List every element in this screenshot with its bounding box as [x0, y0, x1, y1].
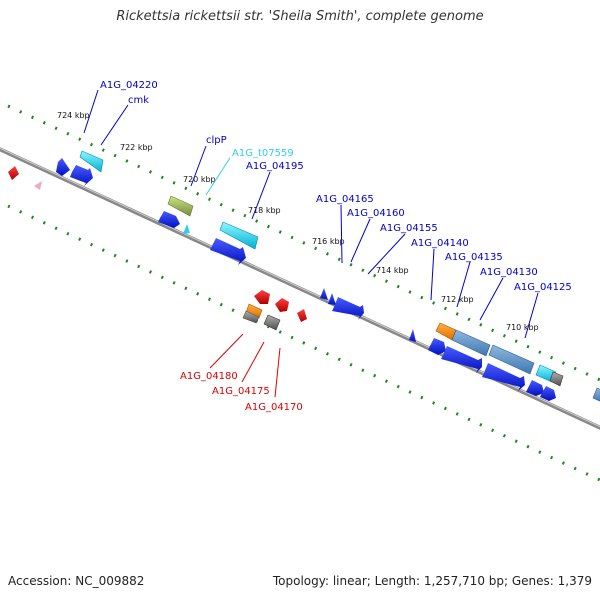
gene-arrow[interactable]	[158, 211, 180, 228]
accession-label: Accession: NC_009882	[8, 574, 145, 588]
gene-arrow[interactable]	[320, 288, 328, 300]
gene-label-A1G_04160[interactable]: A1G_04160	[347, 208, 405, 219]
gene-arrow[interactable]	[526, 380, 544, 396]
reverse-genes[interactable]	[8, 166, 307, 331]
gene-arrow-reverse[interactable]	[297, 309, 307, 322]
gene-A1G_04180-b[interactable]	[242, 310, 260, 324]
gene-label-clpP[interactable]: clpP	[206, 135, 227, 146]
gene-arrow[interactable]	[210, 238, 246, 265]
gene-label-A1G_04175[interactable]: A1G_04175	[212, 386, 270, 397]
gene-arrow-reverse[interactable]	[8, 166, 19, 180]
scale-tick-label: 716 kbp	[312, 237, 345, 246]
gene-arrow[interactable]	[328, 293, 336, 305]
scale-tick-label: 724 kbp	[57, 111, 90, 120]
gene-arrow[interactable]	[441, 346, 482, 373]
gene-arrow[interactable]	[540, 386, 556, 401]
gene-label-cmk[interactable]: cmk	[128, 95, 149, 106]
gene-arrow[interactable]	[428, 338, 446, 355]
lower-tick-track	[7, 204, 600, 482]
pseudo-gene[interactable]	[34, 181, 42, 190]
gene-arrow-reverse[interactable]	[254, 290, 270, 304]
gene-label-A1G_04135[interactable]: A1G_04135	[445, 252, 503, 263]
gene-label-A1G_04155[interactable]: A1G_04155	[380, 223, 438, 234]
gene-arrow-reverse[interactable]	[275, 298, 289, 312]
trna-A1G_t07559[interactable]	[183, 224, 190, 234]
genome-title: Rickettsia rickettsii str. 'Sheila Smith…	[116, 9, 484, 24]
gene-cmk[interactable]	[79, 150, 104, 173]
gene-A1G_04195[interactable]	[219, 221, 259, 250]
scale-tick-label: 710 kbp	[506, 323, 539, 332]
scale-tick-label: 720 kbp	[183, 175, 216, 184]
gene-A1G_04130[interactable]	[488, 344, 535, 375]
forward-genes[interactable]	[56, 150, 600, 402]
gene-label-A1G_04170[interactable]: A1G_04170	[245, 402, 303, 413]
gene-arrow[interactable]	[482, 363, 525, 391]
gene-label-A1G_04195[interactable]: A1G_04195	[246, 161, 304, 172]
gene-label-A1G_04165[interactable]: A1G_04165	[316, 194, 374, 205]
scale-tick-label: 712 kbp	[441, 295, 474, 304]
gene-label-A1G_04220[interactable]: A1G_04220	[100, 80, 158, 91]
scale-tick-label: 722 kbp	[120, 143, 153, 152]
gene-label-A1G_04130[interactable]: A1G_04130	[480, 267, 538, 278]
gene-arrow[interactable]	[332, 297, 364, 320]
gene-label-A1G_04180[interactable]: A1G_04180	[180, 371, 238, 382]
scale-tick-label: 718 kbp	[248, 206, 281, 215]
gene-label-A1G_04140[interactable]: A1G_04140	[411, 238, 469, 249]
gene-arrow[interactable]	[70, 165, 93, 186]
label-leaders	[83, 89, 539, 398]
gene-grey-small[interactable]	[549, 371, 564, 387]
upper-tick-track	[7, 104, 600, 382]
gene-clpP[interactable]	[167, 195, 194, 217]
genome-summary: Topology: linear; Length: 1,257,710 bp; …	[272, 574, 592, 588]
gene-label-A1G_04125[interactable]: A1G_04125	[514, 282, 572, 293]
gene-label-A1G_t07559[interactable]: A1G_t07559	[232, 148, 294, 159]
gene-steel-edge[interactable]	[592, 387, 600, 402]
scale-tick-label: 714 kbp	[376, 266, 409, 275]
gene-A1G_04175[interactable]	[263, 314, 281, 331]
gene-arrow[interactable]	[409, 329, 416, 342]
gene-arrow[interactable]	[56, 158, 70, 176]
genome-backbone	[0, 147, 600, 430]
gene-A1G_04135[interactable]	[451, 329, 491, 357]
